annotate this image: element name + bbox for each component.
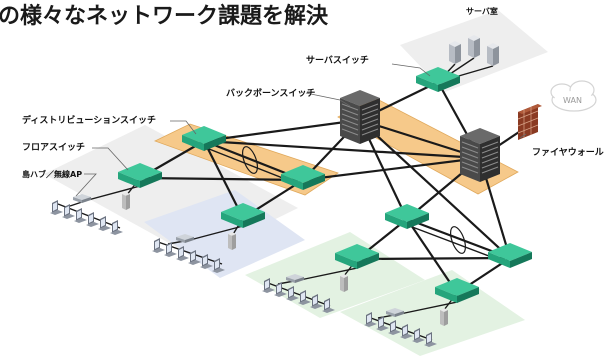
server-room-label: サーバ室: [466, 6, 498, 16]
backbone-chassis-1: [339, 89, 381, 145]
backbone-chassis-2: [459, 127, 501, 183]
server-icon: [487, 43, 499, 66]
server-switch-label: サーバスイッチ: [306, 55, 369, 66]
wireless-ap-icon: [228, 232, 236, 250]
callout-lines: [75, 63, 527, 197]
wireless-ap-icon: [340, 274, 348, 292]
wireless-ap-icon: [440, 308, 448, 326]
cloud-icon: WAN: [550, 80, 597, 112]
pc-icon: [110, 220, 123, 235]
distribution-switch-4-icon: [488, 243, 532, 268]
pc-icon: [50, 200, 63, 215]
distribution-switch-label: ディストリビューションスイッチ: [22, 114, 156, 126]
firewall-label: ファイヤウォール: [532, 147, 604, 158]
floor-switch-label: フロアスイッチ: [22, 142, 85, 153]
hub-wireless-label: 島ハブ／無線AP: [22, 169, 82, 179]
wan-label: WAN: [563, 96, 582, 105]
backbone-switch-label: バックボーンスイッチ: [226, 87, 315, 99]
server-icon: [449, 41, 461, 64]
firewall-icon: [517, 104, 542, 140]
server-icon: [468, 35, 480, 58]
page-title: の様々なネットワーク課題を解決: [0, 3, 329, 29]
wireless-ap-icon: [122, 192, 130, 210]
pc-icon: [152, 238, 165, 253]
